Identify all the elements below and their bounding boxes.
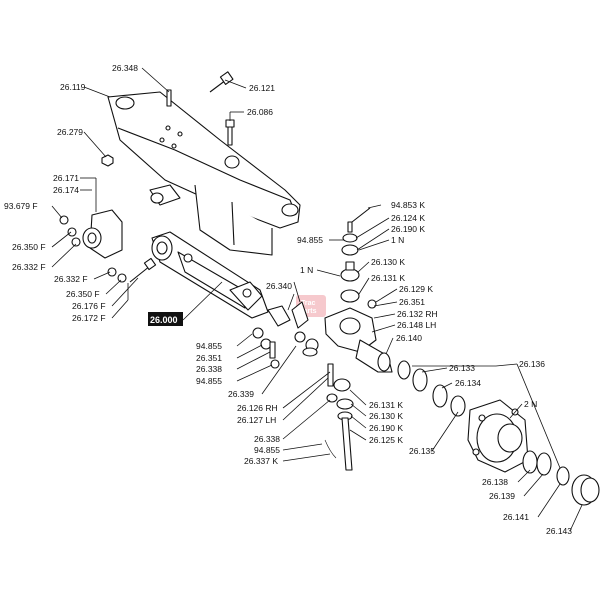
label-part: 26.127 LH xyxy=(237,415,276,425)
label-part: 26.350 F xyxy=(66,289,100,299)
label-part: 26.332 F xyxy=(12,262,46,272)
label-part: 26.148 LH xyxy=(397,320,436,330)
part-labels: 26.348 26.121 26.119 26.086 26.279 26.17… xyxy=(4,63,572,536)
label-part: 26.139 xyxy=(489,491,515,501)
label-part: 26.338 xyxy=(196,364,222,374)
label-part: 26.086 xyxy=(247,107,273,117)
label-part: 26.140 xyxy=(396,333,422,343)
pin-26348 xyxy=(166,89,172,107)
bolt-26086 xyxy=(225,119,235,146)
label-part: 26.174 xyxy=(53,185,79,195)
label-part: 94.855 xyxy=(196,376,222,386)
label-part: 26.171 xyxy=(53,173,79,183)
steering-knuckle xyxy=(324,299,393,373)
leader-lines xyxy=(51,67,583,532)
watermark-line-2: Parts xyxy=(299,308,317,315)
bolt-26121 xyxy=(209,71,234,93)
label-part: 26.130 K xyxy=(369,411,403,421)
label-part: 26.176 F xyxy=(72,301,106,311)
label-part: 26.131 K xyxy=(371,273,405,283)
label-part: 26.135 xyxy=(409,446,435,456)
label-part: 1 N xyxy=(300,265,313,275)
wheel-hub-assembly xyxy=(397,360,600,506)
label-part: 26.129 K xyxy=(399,284,433,294)
label-part: 26.351 xyxy=(196,353,222,363)
label-part: 94.855 xyxy=(196,341,222,351)
label-part: 26.143 xyxy=(546,526,572,536)
label-part: 26.141 xyxy=(503,512,529,522)
label-part: 26.126 RH xyxy=(237,403,278,413)
label-part: 94.855 xyxy=(297,235,323,245)
label-part: 94.853 K xyxy=(391,200,425,210)
label-part: 26.133 xyxy=(449,363,475,373)
label-part: 26.338 xyxy=(254,434,280,444)
label-part: 26.131 K xyxy=(369,400,403,410)
label-part: 26.351 xyxy=(399,297,425,307)
label-part: 2 N xyxy=(524,399,537,409)
assembly-callout: 26.000 xyxy=(145,312,183,326)
label-part: 26.130 K xyxy=(371,257,405,267)
front-axle-support-frame xyxy=(107,91,301,256)
lower-kingpin-stack xyxy=(324,363,354,471)
axle-beam xyxy=(151,231,269,319)
upper-kingpin-stack xyxy=(340,207,371,303)
label-part: 26.172 F xyxy=(72,313,106,323)
pivot-bracket xyxy=(59,209,157,283)
label-part: 26.190 K xyxy=(369,423,403,433)
label-part: 1 N xyxy=(391,235,404,245)
assembly-callout-label: 26.000 xyxy=(150,315,178,325)
label-part: 26.119 xyxy=(60,82,86,92)
label-part: 26.134 xyxy=(455,378,481,388)
label-part: 26.332 F xyxy=(54,274,88,284)
label-part: 26.279 xyxy=(57,127,83,137)
label-part: 26.339 xyxy=(228,389,254,399)
steering-hardware-left xyxy=(252,301,319,369)
label-part: 26.348 xyxy=(112,63,138,73)
label-part: 26.132 RH xyxy=(397,309,438,319)
label-part: 94.855 xyxy=(254,445,280,455)
label-part: 26.190 K xyxy=(391,224,425,234)
label-part: 26.136 xyxy=(519,359,545,369)
label-part: 26.125 K xyxy=(369,435,403,445)
label-part: 26.121 xyxy=(249,83,275,93)
label-part: 26.124 K xyxy=(391,213,425,223)
label-part: 26.138 xyxy=(482,477,508,487)
label-part: 26.340 xyxy=(266,281,292,291)
label-part: 26.337 K xyxy=(244,456,278,466)
watermark-line-1: Trac xyxy=(301,300,316,307)
nut-26279 xyxy=(101,154,114,167)
label-part: 93.679 F xyxy=(4,201,38,211)
label-part: 26.350 F xyxy=(12,242,46,252)
